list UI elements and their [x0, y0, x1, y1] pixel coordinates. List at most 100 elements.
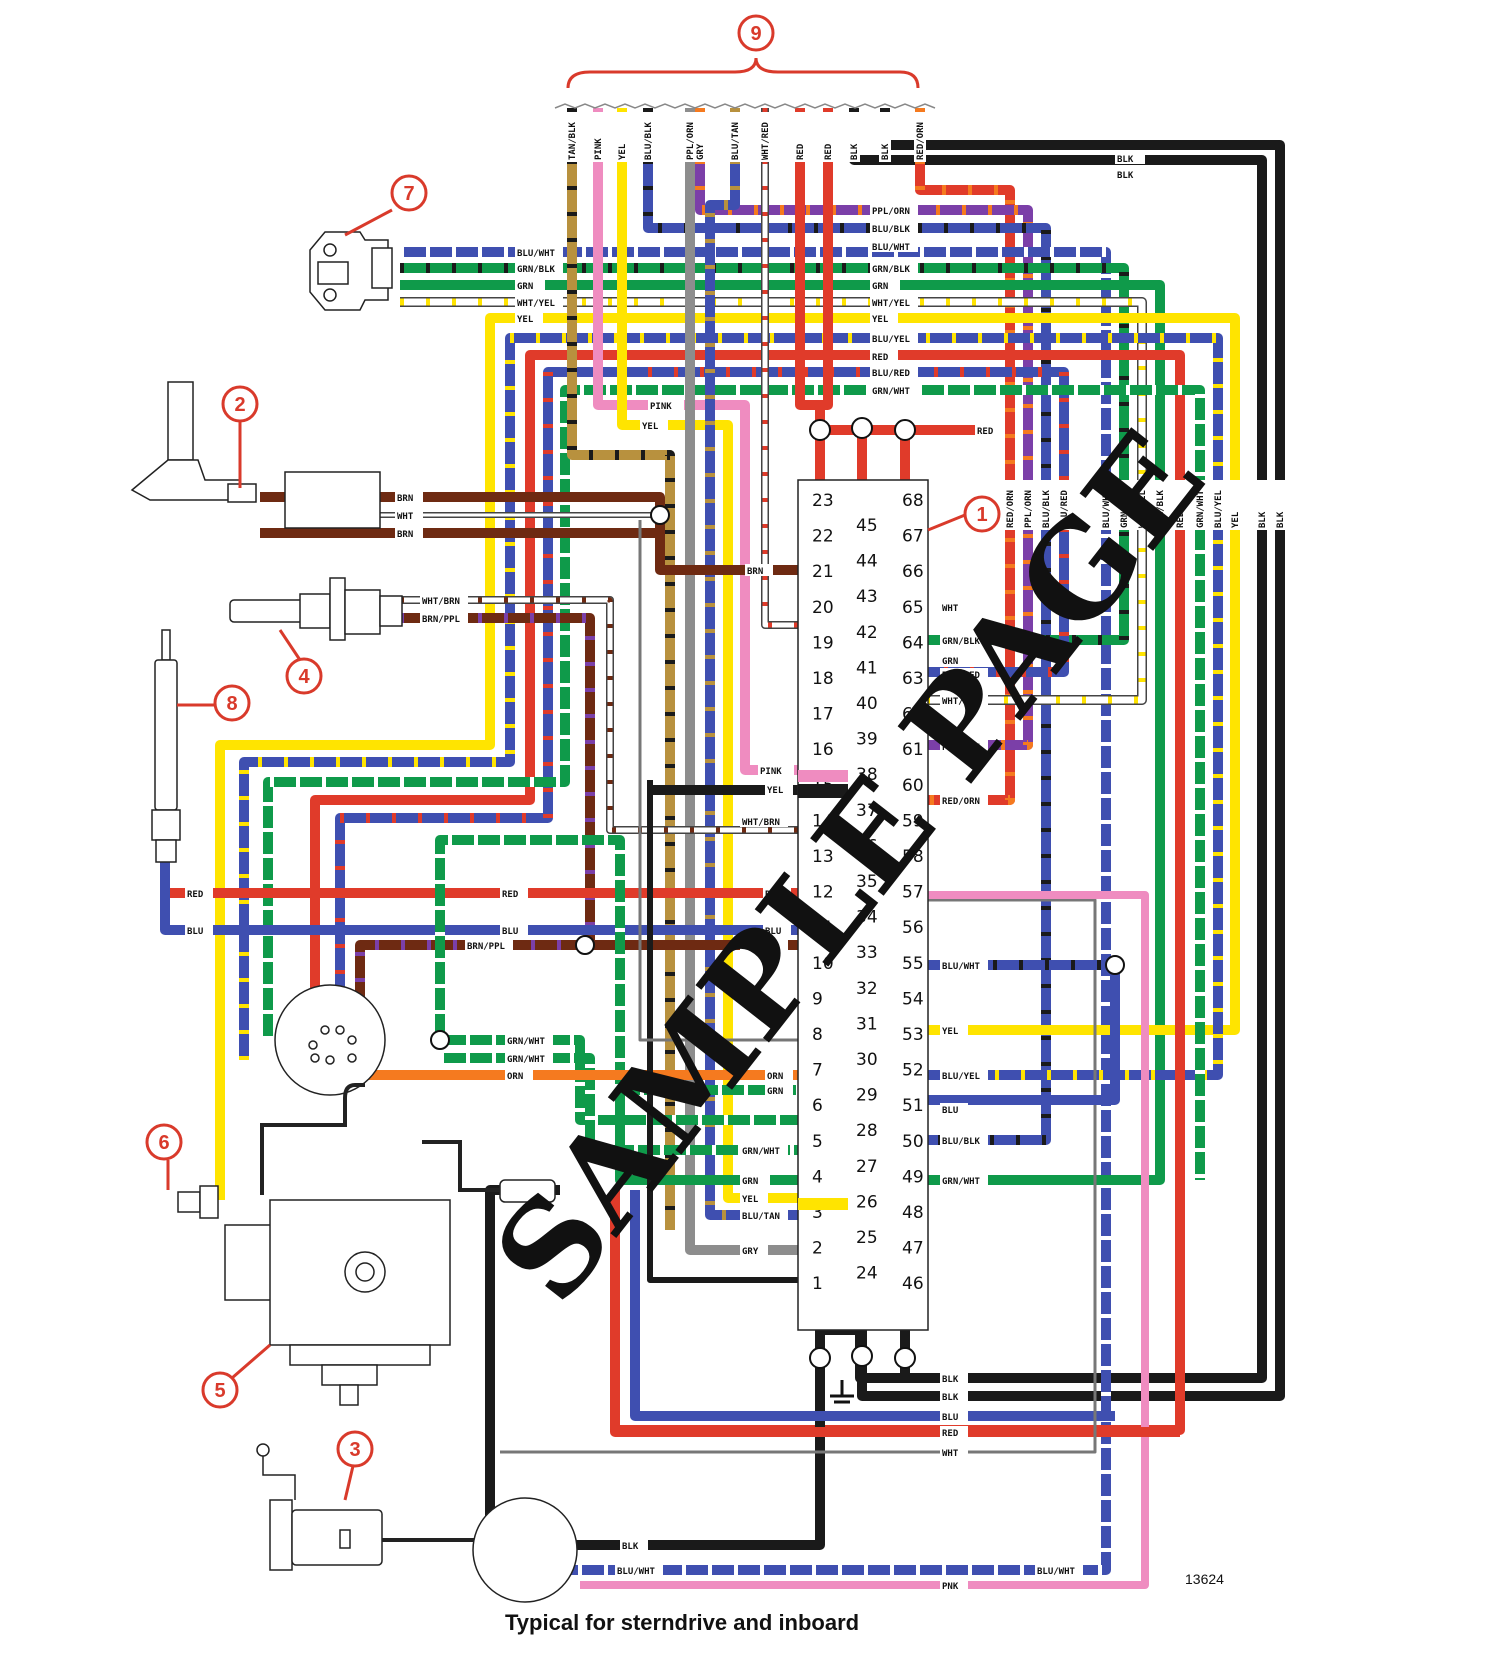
ground-symbol — [830, 1380, 854, 1404]
splice-node — [894, 419, 916, 441]
top-harness-label: PPL/ORN — [686, 122, 696, 160]
wire-label: RED — [942, 1429, 959, 1439]
wire-labels: BLK BLK PPL/ORN BLU/BLK BLU/WHT BLU/WHT … — [185, 152, 1145, 1592]
wire-label: RED — [502, 890, 519, 900]
label-backing — [1212, 480, 1224, 530]
wire-label: GRN — [942, 657, 958, 667]
label-backing — [684, 112, 696, 162]
wire-label: BLU/TAN — [742, 1212, 780, 1222]
connector-pin-label: 39 — [856, 730, 878, 750]
right-bus-label: BLK — [1258, 511, 1268, 528]
splice-node — [851, 1345, 873, 1367]
label-backing — [1022, 480, 1034, 530]
connector-pin-label: 20 — [812, 598, 834, 618]
connector-pin-label: 48 — [902, 1203, 924, 1223]
connector-pins-col3: 6867666564636261605958575655545352515049… — [902, 491, 924, 1294]
wire-blu-wht — [400, 247, 1111, 1575]
right-bus-label: BLK — [1276, 511, 1286, 528]
connector-pin-label: 60 — [902, 776, 924, 796]
connector-pin-label: 7 — [812, 1061, 823, 1081]
wire-label: GRN/BLK — [942, 637, 981, 647]
top-harness-label: YEL — [618, 143, 628, 160]
wire-label: BLU/YEL — [872, 335, 911, 345]
top-harness-label: WHT/RED — [761, 121, 771, 160]
wire-red-horiz — [160, 860, 798, 898]
connector-pin-label: 32 — [856, 979, 878, 999]
connector-pin-label: 23 — [812, 491, 834, 511]
wire-wht-lower — [500, 898, 1097, 1454]
component-6-sensor — [177, 1185, 219, 1219]
callout-5-label: 5 — [214, 1380, 225, 1402]
wire-label: PPL/ORN — [942, 743, 980, 753]
callout-2-label: 2 — [234, 394, 245, 416]
top-harness-label: BLK — [881, 143, 891, 160]
callout-3 — [336, 1430, 374, 1501]
connector-pin-label: 12 — [812, 883, 834, 903]
connector-pin-label: 52 — [902, 1061, 924, 1081]
connector-pin-label: 1 — [812, 1274, 823, 1294]
connector-pin-label: 28 — [856, 1121, 878, 1141]
right-bus-label: YEL — [1231, 511, 1241, 528]
right-bus-label: GRN/BLK — [1156, 489, 1166, 528]
connector-pin-label: 53 — [902, 1025, 924, 1045]
wire-label: GRN/WHT — [507, 1037, 546, 1047]
wire-label: GRN/WHT — [742, 1147, 781, 1157]
wire-label: ORN — [507, 1072, 523, 1082]
label-backing — [1274, 480, 1286, 530]
connector-pin-label: 16 — [812, 740, 834, 760]
wire-label: WHT — [397, 512, 414, 522]
wire-label: BRN — [397, 530, 413, 540]
wire-label: WHT — [942, 1449, 959, 1459]
wire-label: PINK — [760, 767, 782, 777]
wire-yel — [215, 313, 1240, 1200]
connector-pin-label: 14 — [812, 811, 834, 831]
callout-9 — [737, 14, 775, 52]
connector-pin-label: 63 — [902, 669, 924, 689]
label-backing — [642, 112, 654, 162]
wire-label: YEL — [742, 1195, 759, 1205]
component-5-module — [224, 1083, 556, 1406]
connector-pin-label: 64 — [902, 633, 924, 653]
wire-label: RED — [977, 427, 994, 437]
wire-label: RED — [765, 890, 782, 900]
wire-label: BLU — [765, 927, 781, 937]
top-harness-label: BLU/TAN — [731, 122, 741, 160]
splice-node — [809, 419, 831, 441]
wire-wht-long — [638, 520, 798, 1042]
connector-pin-label: 3 — [812, 1203, 823, 1223]
wire-ppl-orn — [695, 108, 1033, 750]
callouts — [145, 14, 1001, 1501]
label-backing — [1004, 480, 1016, 530]
splice-node — [430, 1030, 450, 1050]
callout-7 — [344, 174, 428, 237]
ecu-connector: 2322212019181716151413121110987654321 45… — [797, 479, 929, 1331]
label-backing — [1040, 480, 1052, 530]
wire-label: YEL — [872, 315, 889, 325]
connector-pin-label: 50 — [902, 1132, 924, 1152]
callout-7-label: 7 — [403, 183, 414, 205]
label-backing — [1058, 480, 1070, 530]
connector-pin-label: 49 — [902, 1167, 924, 1187]
wire-label: GRN — [517, 282, 533, 292]
splice-node — [575, 935, 595, 955]
wire-blu-horiz — [160, 860, 798, 935]
callout-4-label: 4 — [298, 666, 310, 688]
wire-label: GRN — [767, 1087, 783, 1097]
top-harness-label: BLK — [850, 143, 860, 160]
wire-label: BLU/WHT — [517, 249, 556, 259]
connector-pin-label: 37 — [856, 801, 878, 821]
callout-3-label: 3 — [349, 1439, 360, 1461]
wire-label: BLU/BLK — [942, 1137, 981, 1147]
wire-label: BLU/WHT — [942, 962, 981, 972]
wire-blu-55 — [915, 960, 1120, 1105]
connector-pin-label: 44 — [856, 552, 878, 572]
label-backing — [729, 112, 741, 162]
wire-label: WHT/BRN — [422, 597, 460, 607]
wire-label: GRN/BLK — [517, 265, 556, 275]
figure-number: 13624 — [1185, 1571, 1224, 1587]
callout-9-label: 9 — [750, 23, 761, 45]
right-bus-label: BLU/YEL — [1214, 489, 1224, 528]
wire-label: BRN — [397, 494, 413, 504]
connector-pin-label: 66 — [902, 562, 924, 582]
